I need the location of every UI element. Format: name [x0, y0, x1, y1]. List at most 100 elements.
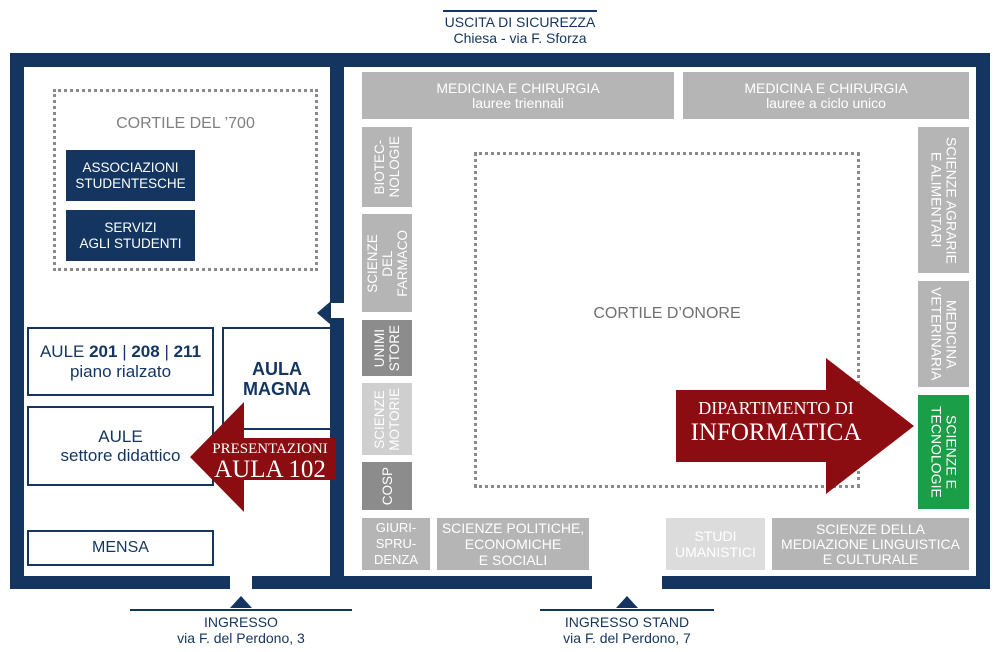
farmaco-room[interactable]: SCIENZE DEL FARMACO — [362, 214, 412, 312]
informatica-line1: DIPARTIMENTO DI — [698, 398, 854, 418]
aule-201-number: 201 — [89, 341, 118, 361]
biotec-line1: BIOTEC- — [372, 139, 387, 195]
safety-exit-title: USCITA DI SICUREZZA — [444, 14, 596, 30]
veterinaria-room[interactable]: MEDICINA VETERINARIA — [918, 281, 969, 387]
wall-divider-lower — [330, 318, 344, 589]
aule-didattico-line1: AULE — [98, 427, 143, 446]
cortile-onore-border — [474, 152, 860, 488]
med1-line1: MEDICINA E CHIRURGIA — [436, 79, 600, 96]
wall-divider-upper — [330, 53, 344, 303]
courtyard-700-border — [53, 89, 318, 271]
med2-line2: lauree a ciclo unico — [766, 94, 886, 111]
mensa-label: MENSA — [92, 539, 149, 556]
top-exit-line — [443, 10, 597, 12]
aule-sep-2: | — [159, 341, 174, 361]
presentazioni-arrow — [190, 402, 336, 512]
studi-line1: STUDI — [694, 528, 737, 544]
cosp-label: COSP — [379, 466, 395, 506]
entrance-stand-label: INGRESSO STAND via F. del Perdono, 7 — [507, 614, 747, 646]
mediazione-room[interactable]: SCIENZE DELLA MEDIAZIONE LINGUISTICA E C… — [772, 518, 969, 570]
unimi-store-room[interactable]: UNIMI STORE — [362, 320, 412, 376]
politiche-line2: ECONOMICHE — [464, 536, 562, 552]
safety-exit-sub: Chiesa - via F. Sforza — [453, 30, 587, 46]
wall-bottom-middle — [252, 576, 592, 589]
tecnologie-text: SCIENZE E TECNOLOGIE — [928, 406, 960, 498]
scienze-politiche-room[interactable]: SCIENZE POLITICHE, ECONOMICHE E SOCIALI — [437, 518, 589, 570]
farmaco-text: SCIENZE DEL FARMACO — [365, 230, 410, 297]
associazioni-room[interactable]: ASSOCIAZIONI STUDENTESCHE — [66, 150, 195, 201]
aule-prefix: AULE — [39, 341, 90, 361]
entrance-main-arrow-icon — [230, 596, 252, 608]
aula-magna-line2: MAGNA — [243, 378, 311, 399]
entrance-main-label: INGRESSO via F. del Perdono, 3 — [120, 614, 362, 646]
biotecnologie-room[interactable]: BIOTEC- NOLOGIE — [362, 127, 412, 207]
aule-208-number: 208 — [131, 341, 160, 361]
motorie-line2: MOTORIE — [387, 387, 402, 451]
entrance-stand-sub: via F. del Perdono, 7 — [563, 630, 691, 646]
wall-right — [976, 53, 990, 589]
servizi-room[interactable]: SERVIZI AGLI STUDENTI — [66, 210, 195, 261]
informatica-label: DIPARTIMENTO DI INFORMATICA — [676, 397, 876, 447]
giuri-line3: DENZA — [373, 552, 419, 567]
presentazioni-line1: PRESENTAZIONI — [212, 441, 328, 457]
biotec-text: BIOTEC- NOLOGIE — [372, 136, 402, 198]
courtyard-700-label: CORTILE DEL ’700 — [116, 115, 255, 132]
servizi-line1: SERVIZI — [104, 219, 157, 235]
agrarie-line1: SCIENZE AGRARIE — [943, 136, 960, 264]
med1-line2: lauree triennali — [472, 94, 564, 111]
med2-line1: MEDICINA E CHIRURGIA — [744, 79, 908, 96]
farmaco-line1: SCIENZE — [364, 233, 380, 293]
mediazione-line2: MEDIAZIONE LINGUISTICA — [781, 535, 960, 552]
agrarie-text: SCIENZE AGRARIE E ALIMENTARI — [928, 136, 960, 264]
studi-umanistici-room[interactable]: STUDI UMANISTICI — [666, 518, 765, 570]
wall-bottom-right — [662, 576, 990, 589]
wall-bottom-left — [10, 576, 230, 589]
aule-201-sub: piano rialzato — [69, 361, 172, 381]
mediazione-line3: E CULTURALE — [822, 550, 919, 567]
politiche-line1: SCIENZE POLITICHE, — [441, 520, 585, 536]
aule-didattico-room[interactable]: AULE settore didattico — [27, 406, 214, 486]
mediazione-line1: SCIENZE DELLA — [816, 520, 925, 537]
veterinaria-text: MEDICINA VETERINARIA — [928, 287, 960, 381]
unimi-text: UNIMI STORE — [372, 325, 402, 371]
giurisprudenza-room[interactable]: GIURI- SPRU- DENZA — [362, 518, 430, 570]
entrance-stand-title: INGRESSO STAND — [564, 614, 690, 630]
agrarie-room[interactable]: SCIENZE AGRARIE E ALIMENTARI — [918, 127, 969, 273]
veterinaria-line2: VETERINARIA — [928, 287, 945, 381]
medicina-triennali-room[interactable]: MEDICINA E CHIRURGIA lauree triennali — [362, 72, 674, 119]
associazioni-line2: STUDENTESCHE — [75, 175, 186, 191]
giuri-line1: GIURI- — [375, 520, 417, 535]
aule-201-room[interactable]: AULE 201 | 208 | 211 piano rialzato — [27, 327, 214, 396]
cosp-room[interactable]: COSP — [362, 462, 412, 510]
presentazioni-line2: AULA 102 — [214, 456, 326, 483]
associazioni-line1: ASSOCIAZIONI — [82, 159, 179, 175]
agrarie-line2: E ALIMENTARI — [928, 152, 945, 248]
servizi-line2: AGLI STUDENTI — [79, 235, 182, 251]
unimi-line2: STORE — [387, 324, 402, 372]
passage-arrow-icon — [317, 301, 331, 325]
wall-top — [10, 53, 990, 67]
wall-left — [10, 53, 24, 589]
unimi-line1: UNIMI — [372, 328, 387, 368]
scienze-tecnologie-room[interactable]: SCIENZE E TECNOLOGIE — [918, 395, 969, 509]
mensa-room[interactable]: MENSA — [27, 530, 214, 566]
aule-didattico-line2: settore didattico — [60, 446, 181, 465]
motorie-room[interactable]: SCIENZE MOTORIE — [362, 383, 412, 455]
aule-211-number: 211 — [173, 341, 202, 361]
cortile-onore-label: CORTILE D’ONORE — [593, 305, 741, 322]
informatica-arrow — [676, 358, 914, 494]
motorie-line1: SCIENZE — [372, 389, 387, 449]
tecnologie-line2: TECNOLOGIE — [928, 406, 945, 498]
biotec-line2: NOLOGIE — [387, 136, 402, 198]
entrance-stand-line — [540, 609, 714, 611]
medicina-ciclo-unico-room[interactable]: MEDICINA E CHIRURGIA lauree a ciclo unic… — [683, 72, 969, 119]
giuri-line2: SPRU- — [375, 536, 417, 551]
aule-sep-1: | — [117, 341, 132, 361]
studi-line2: UMANISTICI — [675, 544, 756, 560]
entrance-main-line — [130, 609, 352, 611]
safety-exit-label: USCITA DI SICUREZZA Chiesa - via F. Sfor… — [400, 14, 640, 46]
farmaco-line2: DEL — [379, 249, 395, 277]
farmaco-line3: FARMACO — [394, 229, 410, 297]
entrance-main-sub: via F. del Perdono, 3 — [177, 630, 305, 646]
entrance-main-title: INGRESSO — [204, 614, 278, 630]
